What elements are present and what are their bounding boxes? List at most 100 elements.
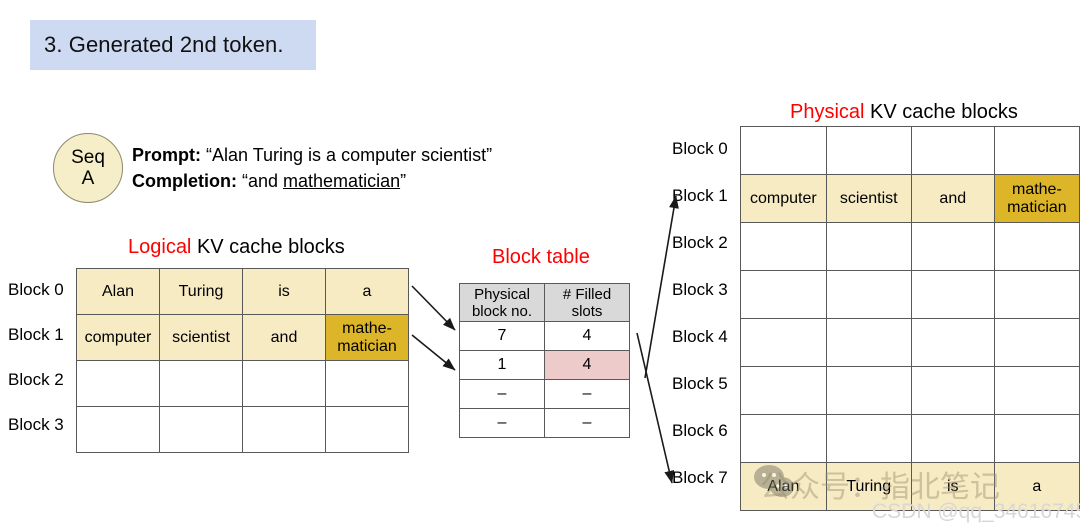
physical-cell-5-1 — [825, 366, 912, 415]
physical-row — [740, 270, 1080, 319]
physical-cell-0-3 — [993, 126, 1080, 175]
prompt-completion-block: Prompt: “Alan Turing is a computer scien… — [132, 142, 492, 194]
completion-line: Completion: “and mathematician” — [132, 168, 492, 194]
block-table-cell-2-1: – — [544, 379, 630, 409]
prompt-label: Prompt: — [132, 145, 201, 165]
physical-cell-1-1: scientist — [825, 174, 912, 223]
physical-cell-4-0 — [740, 318, 827, 367]
physical-cell-2-2 — [910, 222, 995, 271]
block-table-row: –– — [459, 408, 630, 438]
physical-title-red: Physical — [790, 101, 865, 123]
physical-cell-4-1 — [825, 318, 912, 367]
physical-cell-6-2 — [910, 414, 995, 463]
logical-cell-3-0 — [76, 406, 160, 453]
physical-row — [740, 222, 1080, 271]
physical-row-label-4: Block 4 — [672, 327, 728, 346]
completion-suffix: ” — [400, 171, 407, 191]
block-table-cell-2-0: – — [459, 379, 545, 409]
block-table-row: –– — [459, 379, 630, 409]
seq-badge: Seq A — [53, 133, 123, 203]
physical-row-label-3: Block 3 — [672, 280, 728, 299]
physical-cell-7-1: Turing — [825, 462, 912, 511]
logical-cell-1-2: and — [242, 314, 326, 361]
step-title-banner: 3. Generated 2nd token. — [30, 20, 316, 70]
logical-cell-0-2: is — [242, 268, 326, 315]
completion-underlined-token: mathematician — [283, 171, 401, 191]
physical-cell-3-3 — [993, 270, 1080, 319]
physical-cell-1-0: computer — [740, 174, 827, 223]
physical-kv-cache-table: computerscientistandmathe-maticianAlanTu… — [740, 126, 1080, 511]
logical-row-label-3: Block 3 — [8, 415, 64, 434]
logical-row-label-1: Block 1 — [8, 325, 64, 344]
arrow-blocktable-row0-to-physical-block7 — [636, 332, 675, 484]
physical-cell-3-2 — [910, 270, 995, 319]
seq-badge-line1: Seq — [71, 147, 105, 168]
physical-cell-5-0 — [740, 366, 827, 415]
physical-table-title: Physical KV cache blocks — [790, 101, 1018, 124]
block-table-title: Block table — [492, 246, 590, 268]
physical-row-label-1: Block 1 — [672, 186, 728, 205]
page-title: 3. Generated 2nd token. — [44, 32, 284, 57]
prompt-line: Prompt: “Alan Turing is a computer scien… — [132, 142, 492, 168]
logical-row-label-0: Block 0 — [8, 280, 64, 299]
logical-row — [76, 406, 409, 453]
physical-cell-6-3 — [993, 414, 1080, 463]
arrow-logical1-to-blocktable-row1 — [411, 334, 456, 371]
logical-cell-0-0: Alan — [76, 268, 160, 315]
physical-cell-1-2: and — [910, 174, 995, 223]
logical-cell-1-0: computer — [76, 314, 160, 361]
physical-cell-5-3 — [993, 366, 1080, 415]
physical-cell-4-3 — [993, 318, 1080, 367]
physical-cell-7-3: a — [993, 462, 1080, 511]
logical-cell-1-3: mathe-matician — [325, 314, 409, 361]
physical-cell-2-0 — [740, 222, 827, 271]
logical-cell-3-2 — [242, 406, 326, 453]
csdn-watermark: CSDN @qq_34616745 — [872, 500, 1080, 523]
logical-cell-2-0 — [76, 360, 160, 407]
wechat-watermark-text: 公众号：指北笔记 — [760, 470, 1000, 505]
physical-cell-5-2 — [910, 366, 995, 415]
logical-cell-2-1 — [159, 360, 243, 407]
physical-row-label-2: Block 2 — [672, 233, 728, 252]
logical-cell-0-1: Turing — [159, 268, 243, 315]
physical-cell-0-1 — [825, 126, 912, 175]
logical-table-title: Logical KV cache blocks — [128, 236, 345, 259]
logical-row-label-2: Block 2 — [8, 370, 64, 389]
physical-row-label-6: Block 6 — [672, 421, 728, 440]
physical-cell-0-2 — [910, 126, 995, 175]
physical-cell-0-0 — [740, 126, 827, 175]
physical-row — [740, 366, 1080, 415]
physical-row-label-0: Block 0 — [672, 139, 728, 158]
physical-row-label-7: Block 7 — [672, 468, 728, 487]
physical-row — [740, 126, 1080, 175]
block-table-cell-3-0: – — [459, 408, 545, 438]
block-table-cell-3-1: – — [544, 408, 630, 438]
physical-cell-7-0: Alan — [740, 462, 827, 511]
physical-cell-4-2 — [910, 318, 995, 367]
logical-cell-1-1: scientist — [159, 314, 243, 361]
logical-cell-3-1 — [159, 406, 243, 453]
wechat-bubble-icon — [754, 465, 794, 497]
logical-cell-2-3 — [325, 360, 409, 407]
logical-cell-3-3 — [325, 406, 409, 453]
prompt-text: “Alan Turing is a computer scientist” — [201, 145, 493, 165]
physical-cell-7-2: is — [910, 462, 995, 511]
completion-prefix: “and — [237, 171, 284, 191]
block-table-cell-1-0: 1 — [459, 350, 545, 380]
physical-cell-2-3 — [993, 222, 1080, 271]
logical-cell-0-3: a — [325, 268, 409, 315]
physical-cell-3-1 — [825, 270, 912, 319]
physical-cell-3-0 — [740, 270, 827, 319]
logical-cell-2-2 — [242, 360, 326, 407]
logical-row — [76, 360, 409, 407]
